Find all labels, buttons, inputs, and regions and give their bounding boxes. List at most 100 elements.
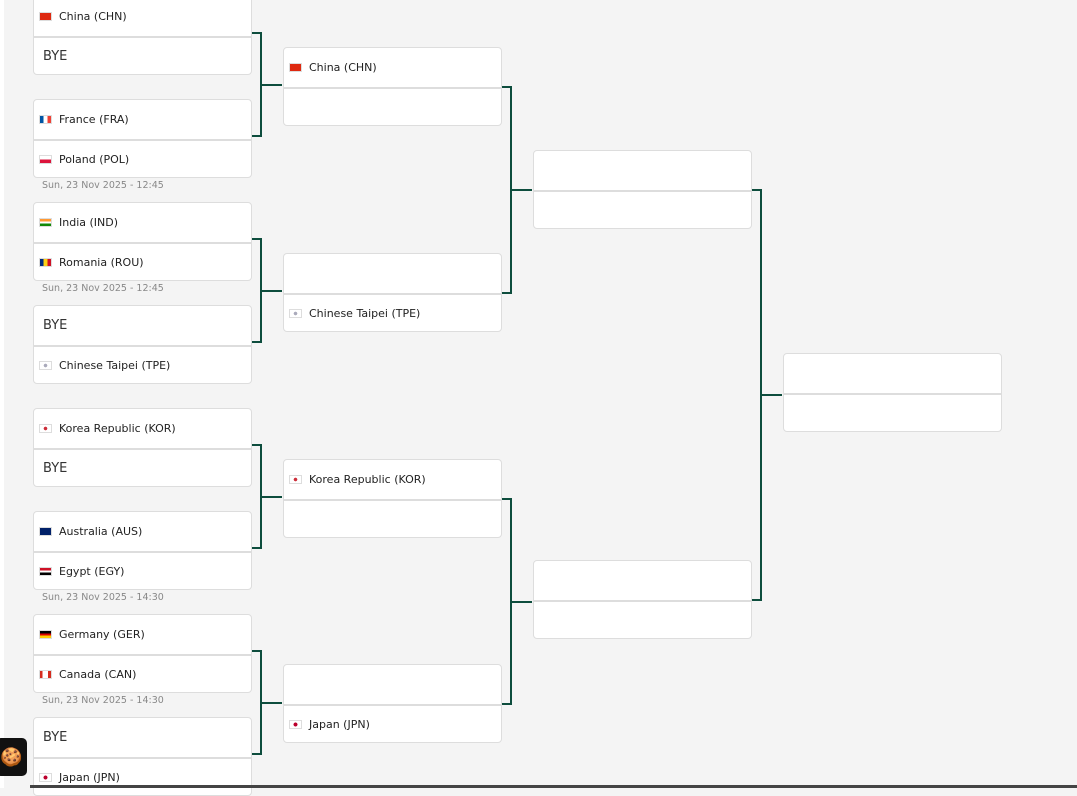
team-name: Korea Republic (KOR) xyxy=(59,422,176,435)
flag-jpn-icon xyxy=(39,773,52,782)
team-slot[interactable] xyxy=(284,87,501,126)
match-card[interactable]: BYE Chinese Taipei (TPE) xyxy=(33,305,252,384)
bracket-connector xyxy=(260,495,282,498)
match-card[interactable]: France (FRA) Poland (POL) xyxy=(33,99,252,178)
flag-chn-icon xyxy=(289,63,302,72)
team-slot[interactable] xyxy=(784,393,1001,432)
team-slot[interactable]: France (FRA) xyxy=(34,100,251,139)
cookie-settings-button[interactable]: 🍪 xyxy=(0,738,27,776)
team-name: Poland (POL) xyxy=(59,153,130,166)
bracket-connector xyxy=(252,341,262,343)
flag-kor-icon xyxy=(289,475,302,484)
bottom-border xyxy=(30,785,1077,788)
flag-rou-icon xyxy=(39,258,52,267)
team-slot[interactable]: Japan (JPN) xyxy=(34,757,251,796)
flag-tpe-icon xyxy=(39,361,52,370)
match-card[interactable]: Korea Republic (KOR) BYE xyxy=(33,408,252,487)
bracket-connector xyxy=(260,83,282,86)
match-card[interactable]: BYE Japan (JPN) xyxy=(33,717,252,796)
flag-egy-icon xyxy=(39,567,52,576)
match-card[interactable] xyxy=(783,353,1002,432)
team-slot[interactable] xyxy=(784,354,1001,393)
cookie-icon: 🍪 xyxy=(0,746,23,768)
bracket-connector xyxy=(260,701,282,704)
flag-ind-icon xyxy=(39,218,52,227)
bye-label: BYE xyxy=(43,318,68,333)
team-slot[interactable] xyxy=(534,561,751,600)
team-name: Chinese Taipei (TPE) xyxy=(309,307,421,320)
team-slot[interactable]: India (IND) xyxy=(34,203,251,242)
team-slot[interactable]: China (CHN) xyxy=(284,48,501,87)
match-card[interactable]: China (CHN) BYE xyxy=(33,0,252,75)
team-name: China (CHN) xyxy=(309,61,377,74)
bracket-connector xyxy=(502,498,512,500)
team-slot[interactable] xyxy=(534,151,751,190)
bye-label: BYE xyxy=(43,49,68,64)
team-name: Japan (JPN) xyxy=(309,718,370,731)
team-name: Korea Republic (KOR) xyxy=(309,473,426,486)
flag-kor-icon xyxy=(39,424,52,433)
match-card[interactable]: India (IND) Romania (ROU) xyxy=(33,202,252,281)
flag-ger-icon xyxy=(39,630,52,639)
team-slot[interactable]: Japan (JPN) xyxy=(284,704,501,743)
match-date: Sun, 23 Nov 2025 - 12:45 xyxy=(42,283,164,294)
bye-label: BYE xyxy=(43,730,68,745)
match-card[interactable]: Germany (GER) Canada (CAN) xyxy=(33,614,252,693)
bracket-connector xyxy=(502,703,512,705)
flag-chn-icon xyxy=(39,12,52,21)
team-name: Chinese Taipei (TPE) xyxy=(59,359,171,372)
bracket-connector xyxy=(760,394,782,396)
team-slot[interactable]: Egypt (EGY) xyxy=(34,551,251,590)
bracket-connector xyxy=(252,238,262,240)
team-name: China (CHN) xyxy=(59,10,127,23)
team-slot[interactable]: BYE xyxy=(34,448,251,487)
match-card[interactable] xyxy=(533,560,752,639)
team-slot[interactable] xyxy=(284,254,501,293)
team-slot[interactable]: Canada (CAN) xyxy=(34,654,251,693)
team-slot[interactable]: Korea Republic (KOR) xyxy=(34,409,251,448)
match-card[interactable] xyxy=(533,150,752,229)
team-name: India (IND) xyxy=(59,216,119,229)
match-card[interactable]: Korea Republic (KOR) xyxy=(283,459,502,538)
team-slot[interactable]: Australia (AUS) xyxy=(34,512,251,551)
bracket-connector xyxy=(252,753,262,755)
flag-fra-icon xyxy=(39,115,52,124)
match-card[interactable]: Chinese Taipei (TPE) xyxy=(283,253,502,332)
team-name: Australia (AUS) xyxy=(59,525,143,538)
bracket-connector xyxy=(502,292,512,294)
team-slot[interactable]: Germany (GER) xyxy=(34,615,251,654)
team-name: Germany (GER) xyxy=(59,628,145,641)
page-edge xyxy=(0,0,4,788)
team-slot[interactable]: Chinese Taipei (TPE) xyxy=(34,345,251,384)
team-slot[interactable]: China (CHN) xyxy=(34,0,251,36)
team-slot[interactable] xyxy=(534,190,751,229)
bracket-connector xyxy=(252,32,262,34)
match-date: Sun, 23 Nov 2025 - 14:30 xyxy=(42,695,164,706)
bracket-connector xyxy=(510,189,532,191)
bye-label: BYE xyxy=(43,461,68,476)
team-slot[interactable]: BYE xyxy=(34,306,251,345)
match-card[interactable]: Japan (JPN) xyxy=(283,664,502,743)
match-card[interactable]: Australia (AUS) Egypt (EGY) xyxy=(33,511,252,590)
team-slot[interactable]: Korea Republic (KOR) xyxy=(284,460,501,499)
team-slot[interactable] xyxy=(534,600,751,639)
bracket-connector xyxy=(502,86,512,88)
team-slot[interactable]: Chinese Taipei (TPE) xyxy=(284,293,501,332)
bracket-connector xyxy=(752,189,762,191)
team-slot[interactable]: BYE xyxy=(34,36,251,75)
flag-can-icon xyxy=(39,670,52,679)
flag-tpe-icon xyxy=(289,309,302,318)
team-slot[interactable] xyxy=(284,665,501,704)
bracket-connector xyxy=(252,135,262,137)
team-slot[interactable]: BYE xyxy=(34,718,251,757)
team-name: Japan (JPN) xyxy=(59,771,120,784)
team-name: Romania (ROU) xyxy=(59,256,144,269)
bracket-connector xyxy=(510,600,532,603)
team-slot[interactable]: Poland (POL) xyxy=(34,139,251,178)
team-slot[interactable]: Romania (ROU) xyxy=(34,242,251,281)
match-card[interactable]: China (CHN) xyxy=(283,47,502,126)
team-slot[interactable] xyxy=(284,499,501,538)
flag-jpn-icon xyxy=(289,720,302,729)
bracket-connector xyxy=(752,599,762,601)
bracket-connector xyxy=(252,547,262,549)
